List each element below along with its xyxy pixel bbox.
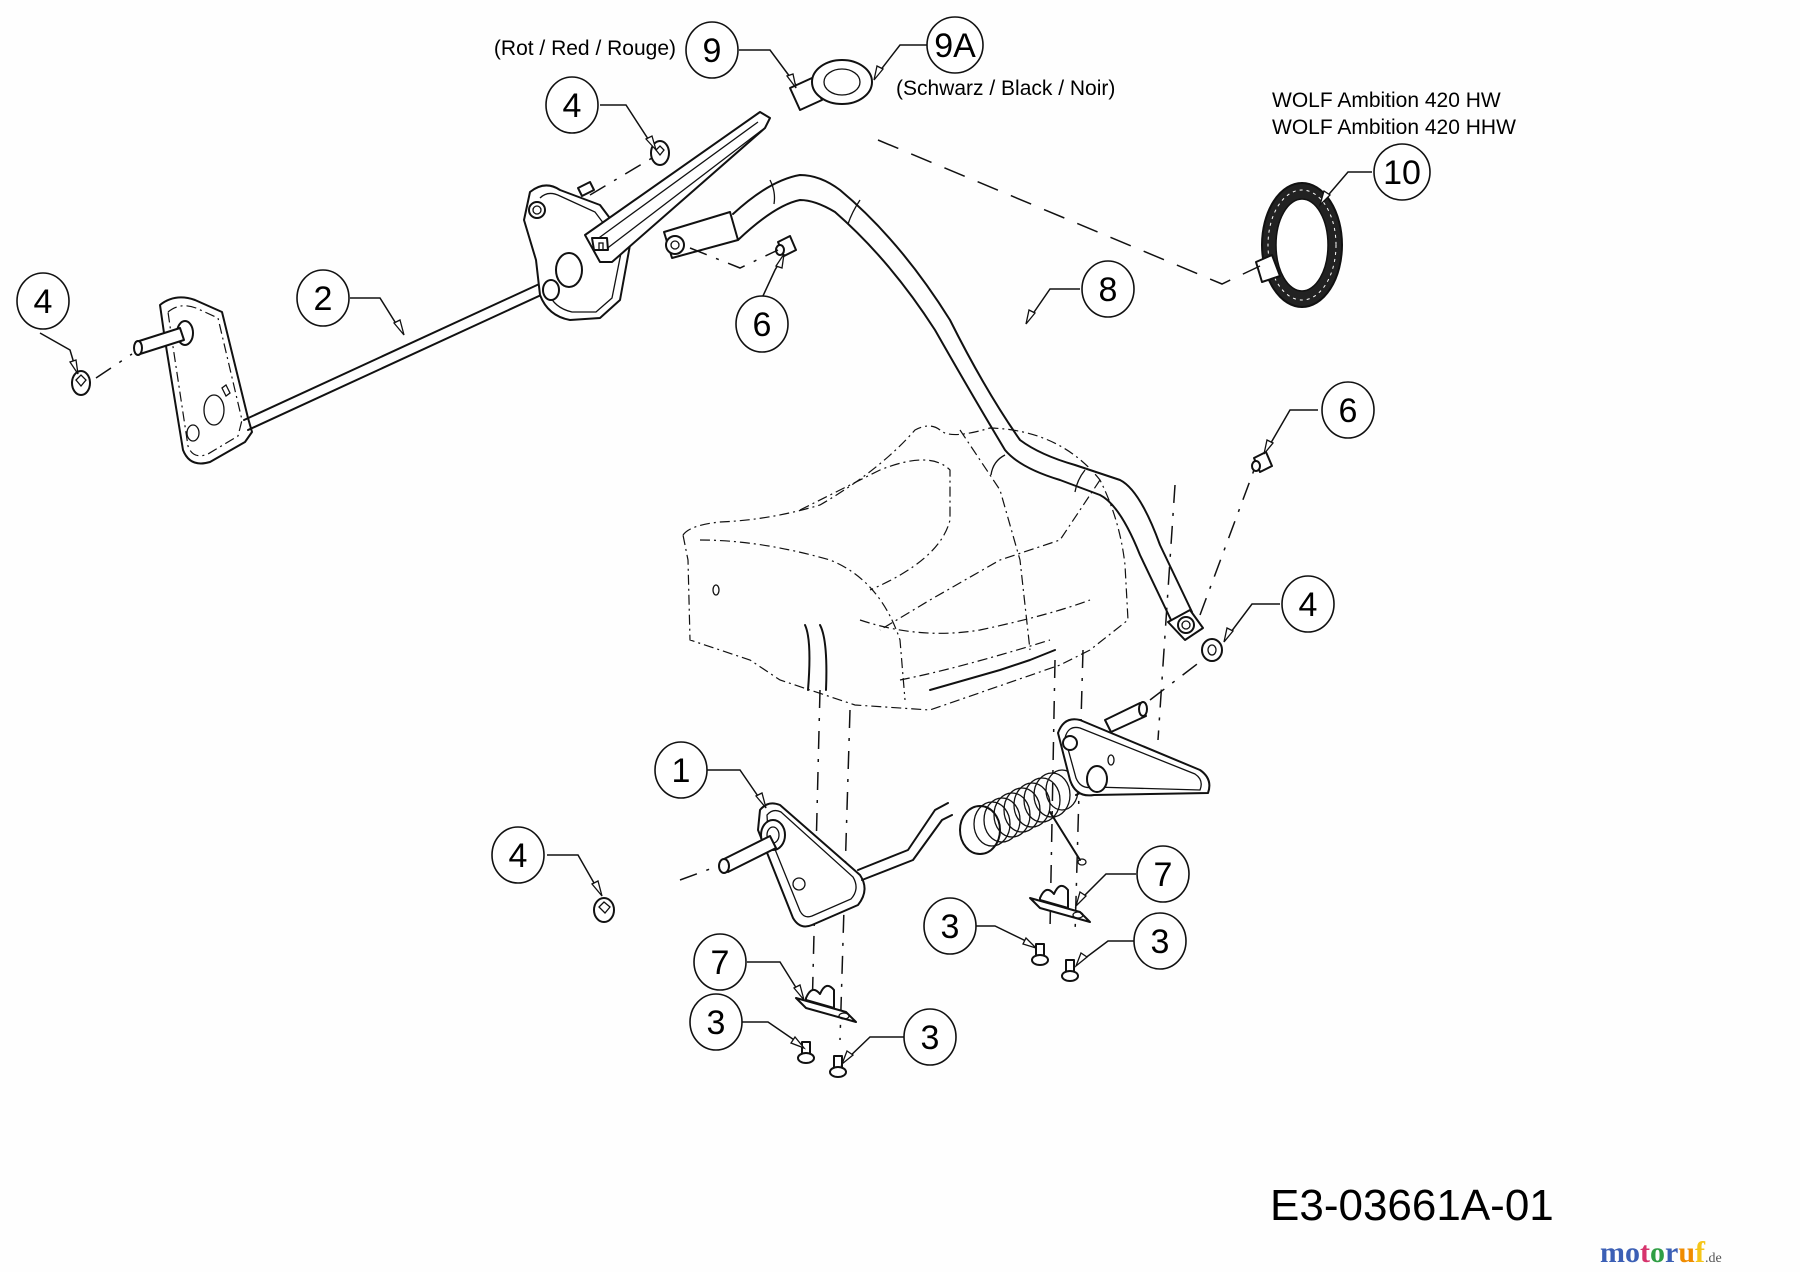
callout-6-left[interactable]: 6 xyxy=(735,295,789,353)
callout-1-label: 1 xyxy=(672,752,691,790)
callout-3-right-a[interactable]: 3 xyxy=(923,897,977,955)
callout-10-label: 10 xyxy=(1383,154,1421,192)
assembly-line xyxy=(1199,469,1255,616)
part-8-height-adjust-rod xyxy=(663,174,1204,641)
model-name-2: WOLF Ambition 420 HHW xyxy=(1272,116,1516,139)
spring xyxy=(959,769,1087,866)
part-2-front-axle-lever xyxy=(133,111,771,465)
assembly-line xyxy=(589,157,653,196)
callout-3-left-a[interactable]: 3 xyxy=(689,993,743,1051)
part-3-screw xyxy=(1061,959,1079,982)
color-note-black: (Schwarz / Black / Noir) xyxy=(896,77,1115,100)
callout-3-right-b-label: 3 xyxy=(1151,923,1170,961)
mower-deck-housing xyxy=(682,425,1129,711)
assembly-line xyxy=(1157,484,1176,741)
callout-3-left-b-label: 3 xyxy=(921,1019,940,1057)
part-7-clamp-left xyxy=(795,984,857,1023)
wm-letter: f xyxy=(1695,1236,1706,1269)
wm-letter: m xyxy=(1600,1236,1625,1269)
assembly-line xyxy=(679,865,719,881)
wm-letter: u xyxy=(1678,1236,1695,1269)
part-1-rear-axle-assembly xyxy=(718,701,1211,928)
assembly-line xyxy=(1149,657,1206,701)
callout-8-label: 8 xyxy=(1099,271,1118,309)
part-6-bolt-left xyxy=(775,235,797,257)
part-6-bolt-right xyxy=(1251,451,1273,473)
callout-9[interactable]: 9 xyxy=(685,21,739,79)
callout-9a[interactable]: 9A xyxy=(926,16,984,74)
callout-3-left-b[interactable]: 3 xyxy=(903,1008,957,1066)
callout-4-left-label: 4 xyxy=(34,283,53,321)
watermark-text: motoruf.de xyxy=(1600,1236,1722,1269)
callout-8[interactable]: 8 xyxy=(1081,260,1135,318)
callout-9-label: 9 xyxy=(703,32,722,70)
callout-6-right-label: 6 xyxy=(1339,392,1358,430)
model-name-1: WOLF Ambition 420 HW xyxy=(1272,89,1501,112)
wm-tld: .de xyxy=(1705,1251,1722,1266)
assembly-line xyxy=(1074,649,1084,936)
part-4-flange-nut-right xyxy=(1201,638,1223,662)
callout-4-lower[interactable]: 4 xyxy=(491,826,545,884)
color-note-red: (Rot / Red / Rouge) xyxy=(494,37,676,60)
callout-4-right-label: 4 xyxy=(1299,586,1318,624)
drawing-number: E3-03661A-01 xyxy=(1270,1181,1554,1230)
callout-10[interactable]: 10 xyxy=(1373,143,1431,201)
callout-3-left-a-label: 3 xyxy=(707,1004,726,1042)
assembly-line xyxy=(877,139,1261,285)
callout-1[interactable]: 1 xyxy=(654,741,708,799)
callout-4-lower-label: 4 xyxy=(509,837,528,875)
wm-letter: o xyxy=(1650,1236,1665,1269)
part-10-grip-wheel xyxy=(1255,182,1343,308)
part-3-screw xyxy=(829,1055,847,1078)
callout-3-right-a-label: 3 xyxy=(941,908,960,946)
assembly-line xyxy=(811,689,821,1016)
part-4-flange-nut-left xyxy=(71,370,91,396)
callout-7-right[interactable]: 7 xyxy=(1136,845,1190,903)
callout-4-left[interactable]: 4 xyxy=(16,272,70,330)
callout-4-upper[interactable]: 4 xyxy=(545,76,599,134)
callout-4-right[interactable]: 4 xyxy=(1281,575,1335,633)
assembly-line xyxy=(95,353,133,379)
callout-leaders xyxy=(39,44,1372,1067)
callout-2-label: 2 xyxy=(314,280,333,318)
wm-letter: t xyxy=(1640,1236,1650,1269)
callout-4-upper-label: 4 xyxy=(563,87,582,125)
wm-letter: o xyxy=(1625,1236,1640,1269)
callout-7-left-label: 7 xyxy=(711,944,730,982)
callout-9a-label: 9A xyxy=(934,27,976,65)
callout-3-right-b[interactable]: 3 xyxy=(1133,912,1187,970)
callout-2[interactable]: 2 xyxy=(296,269,350,327)
part-3-screw xyxy=(1031,943,1049,966)
assembly-line xyxy=(1049,659,1056,931)
wm-letter: r xyxy=(1665,1236,1678,1269)
part-4-flange-nut-lower xyxy=(593,897,615,923)
callout-7-right-label: 7 xyxy=(1154,856,1173,894)
callout-6-right[interactable]: 6 xyxy=(1321,381,1375,439)
assembly-line xyxy=(689,247,779,269)
part-9-knob xyxy=(789,59,873,111)
part-3-screw xyxy=(797,1041,815,1064)
callout-6-left-label: 6 xyxy=(753,306,772,344)
callout-7-left[interactable]: 7 xyxy=(693,933,747,991)
watermark-motoruf: motoruf.de xyxy=(1600,1236,1722,1269)
part-7-clamp-right xyxy=(1029,884,1091,923)
